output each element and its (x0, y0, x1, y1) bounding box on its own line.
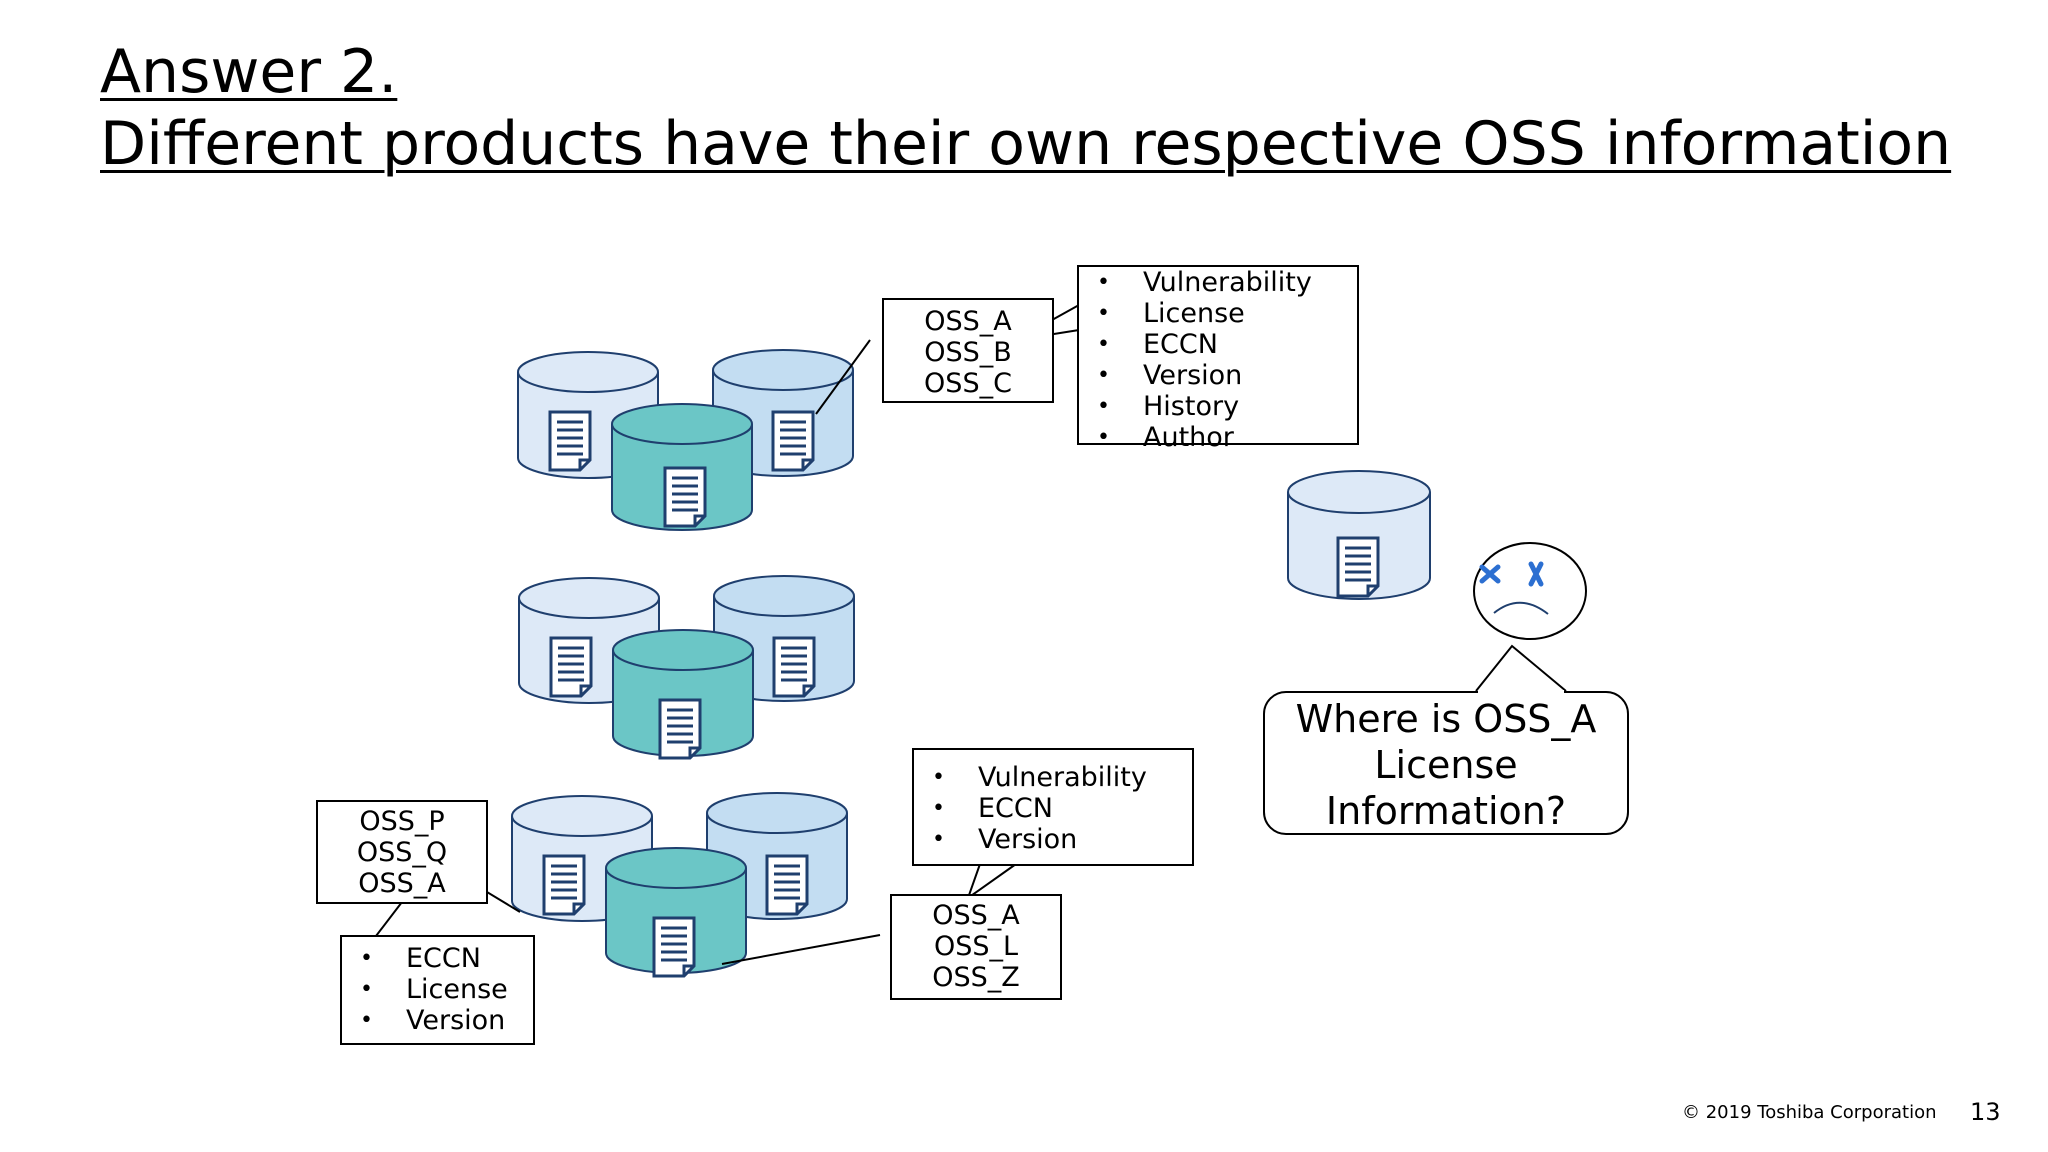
oss-info-top: Vulnerability License ECCN Version Histo… (1077, 265, 1359, 453)
oss-list-top: OSS_A OSS_B OSS_C (882, 298, 1054, 403)
oss-list-bottom-right: OSS_A OSS_L OSS_Z (890, 894, 1062, 1000)
database-icon (1287, 470, 1431, 600)
info-item: Vulnerability (1097, 267, 1357, 298)
oss-item: OSS_L (933, 931, 1019, 962)
database-group-1 (517, 349, 854, 531)
speech-line: License (1374, 743, 1518, 787)
oss-item: OSS_P (359, 806, 445, 837)
callout-tail (966, 863, 1017, 901)
info-item: ECCN (932, 793, 1192, 824)
document-icon (771, 410, 815, 472)
document-icon (652, 916, 696, 978)
info-item: Version (932, 824, 1192, 855)
oss-info-bottom-right: Vulnerability ECCN Version (912, 748, 1194, 866)
page-title: Answer 2. Different products have their … (100, 36, 1951, 180)
oss-item: OSS_C (924, 368, 1012, 399)
info-item: Author (1097, 422, 1357, 453)
info-item: Version (1097, 360, 1357, 391)
speech-bubble-outline (1263, 691, 1629, 835)
database-icon (612, 629, 754, 760)
document-icon (663, 466, 707, 528)
database-icon (517, 351, 659, 479)
info-item: ECCN (1097, 329, 1357, 360)
oss-info-bottom-left: ECCN License Version (340, 935, 535, 1045)
info-item: License (360, 974, 533, 1005)
callout-tail (373, 901, 436, 937)
document-icon (1336, 536, 1380, 598)
oss-item: OSS_B (924, 337, 1012, 368)
title-line-1: Answer 2. (100, 37, 398, 107)
oss-item: OSS_A (932, 900, 1020, 931)
copyright-text: © 2019 Toshiba Corporation (1682, 1102, 1937, 1123)
speech-line: Information? (1325, 789, 1567, 833)
document-icon (765, 854, 809, 916)
connector-line (815, 339, 871, 415)
speech-tail (1475, 644, 1567, 692)
sad-face-icon (1473, 542, 1587, 640)
database-group-2 (518, 575, 855, 760)
document-icon (542, 854, 586, 916)
info-item: License (1097, 298, 1357, 329)
document-icon (549, 636, 593, 698)
title-line-2: Different products have their own respec… (100, 109, 1952, 179)
database-icon (511, 795, 653, 922)
speech-bubble: Where is OSS_A License Information? (1264, 692, 1628, 834)
speech-line: Where is OSS_A (1295, 697, 1597, 741)
info-item: ECCN (360, 943, 533, 974)
oss-item: OSS_Z (932, 962, 1020, 993)
database-icon (605, 847, 747, 978)
document-icon (548, 410, 592, 472)
oss-item: OSS_A (924, 306, 1012, 337)
info-item: Vulnerability (932, 762, 1192, 793)
info-item: History (1097, 391, 1357, 422)
oss-item: OSS_A (358, 868, 446, 899)
document-icon (658, 698, 702, 760)
database-group-3 (511, 792, 848, 978)
document-icon (772, 636, 816, 698)
page-number: 13 (1970, 1098, 2001, 1126)
oss-item: OSS_Q (356, 837, 448, 868)
info-item: Version (360, 1005, 533, 1036)
database-icon (611, 403, 753, 531)
oss-list-bottom-left: OSS_P OSS_Q OSS_A (316, 800, 488, 904)
connector-line (721, 934, 881, 965)
